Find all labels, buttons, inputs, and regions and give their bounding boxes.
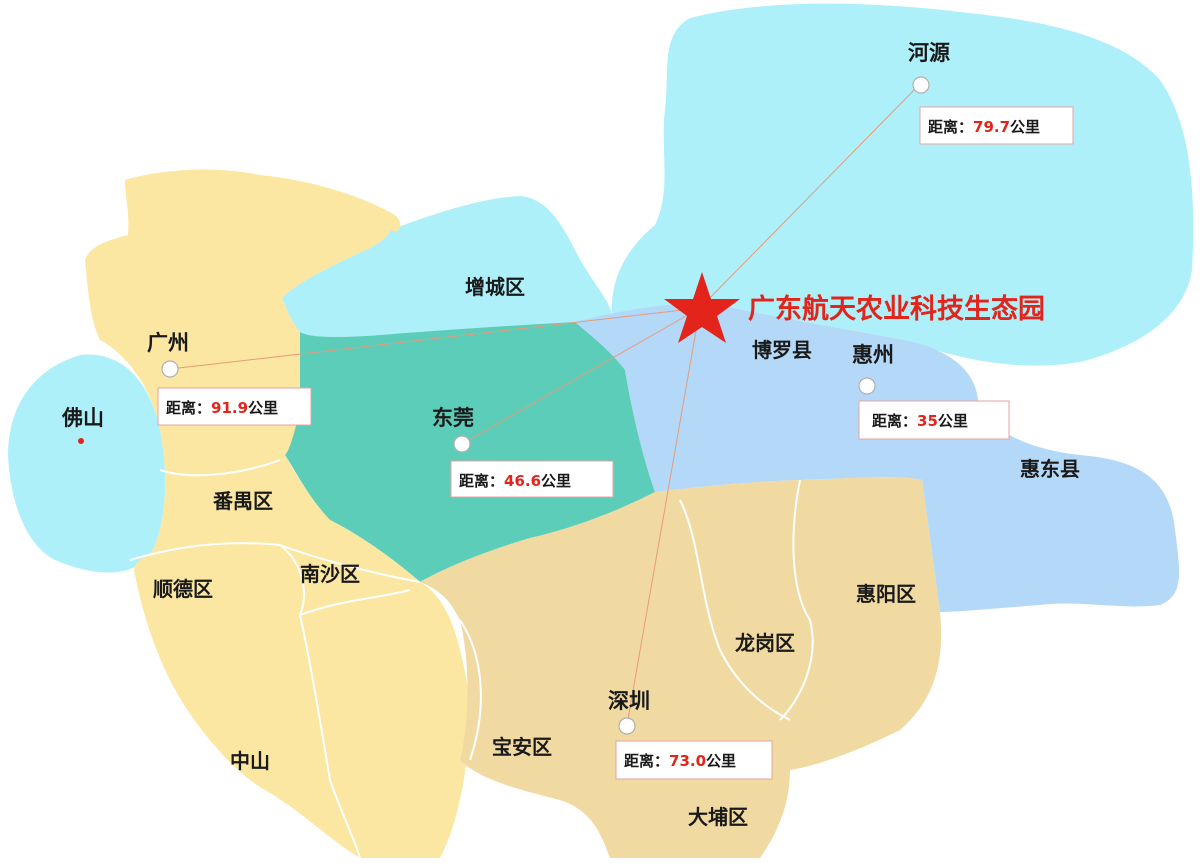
label-huidong: 惠东县	[1020, 457, 1080, 481]
label-huizhou: 惠州	[852, 343, 894, 367]
svg-text:距离：46.6公里: 距离：46.6公里	[459, 472, 571, 490]
svg-text:距离：91.9公里: 距离：91.9公里	[166, 399, 278, 417]
label-heyuan: 河源	[908, 41, 950, 65]
label-baoan: 宝安区	[492, 735, 552, 759]
label-longgang: 龙岗区	[735, 631, 795, 655]
svg-text:距离：79.7公里: 距离：79.7公里	[928, 118, 1040, 136]
label-dongguan: 东莞	[432, 406, 474, 430]
distance-box-guangzhou: 距离：91.9公里	[157, 387, 312, 426]
label-nansha: 南沙区	[300, 562, 360, 586]
region-huizhou[interactable]	[575, 303, 1180, 612]
distance-box-huizhou: 距离：35公里	[858, 400, 1010, 440]
svg-text:距离：73.0公里: 距离：73.0公里	[624, 752, 736, 770]
city-dot-guangzhou[interactable]	[161, 360, 179, 378]
city-dot-heyuan[interactable]	[912, 76, 930, 94]
label-guangzhou: 广州	[147, 331, 189, 355]
distance-box-heyuan: 距离：79.7公里	[919, 106, 1074, 145]
label-huiyang: 惠阳区	[856, 582, 916, 606]
label-shunde: 顺德区	[153, 577, 213, 601]
label-zhongshan: 中山	[230, 749, 270, 773]
region-guangzhou[interactable]	[85, 169, 470, 859]
city-dot-foshan[interactable]	[78, 438, 84, 444]
distance-box-shenzhen: 距离：73.0公里	[615, 740, 773, 780]
label-dapeng: 大埔区	[688, 805, 748, 829]
region-heyuan[interactable]	[611, 3, 1194, 366]
park-title: 广东航天农业科技生态园	[748, 293, 1045, 325]
label-panyu: 番禺区	[212, 489, 273, 513]
label-boluo: 博罗县	[752, 338, 812, 362]
star-icon[interactable]	[664, 272, 740, 343]
region-zengcheng[interactable]	[282, 196, 612, 337]
region-foshan[interactable]	[8, 354, 166, 573]
svg-text:距离：35公里: 距离：35公里	[872, 412, 968, 430]
label-zengcheng: 增城区	[465, 275, 525, 299]
city-dot-dongguan[interactable]	[453, 435, 471, 453]
connection-lines	[169, 83, 921, 726]
region-shenzhen[interactable]	[420, 477, 942, 858]
label-shenzhen: 深圳	[608, 689, 650, 713]
label-foshan: 佛山	[61, 406, 104, 430]
city-dot-shenzhen[interactable]	[618, 717, 636, 735]
distance-box-dongguan: 距离：46.6公里	[450, 460, 614, 498]
city-dot-huizhou[interactable]	[858, 377, 876, 395]
